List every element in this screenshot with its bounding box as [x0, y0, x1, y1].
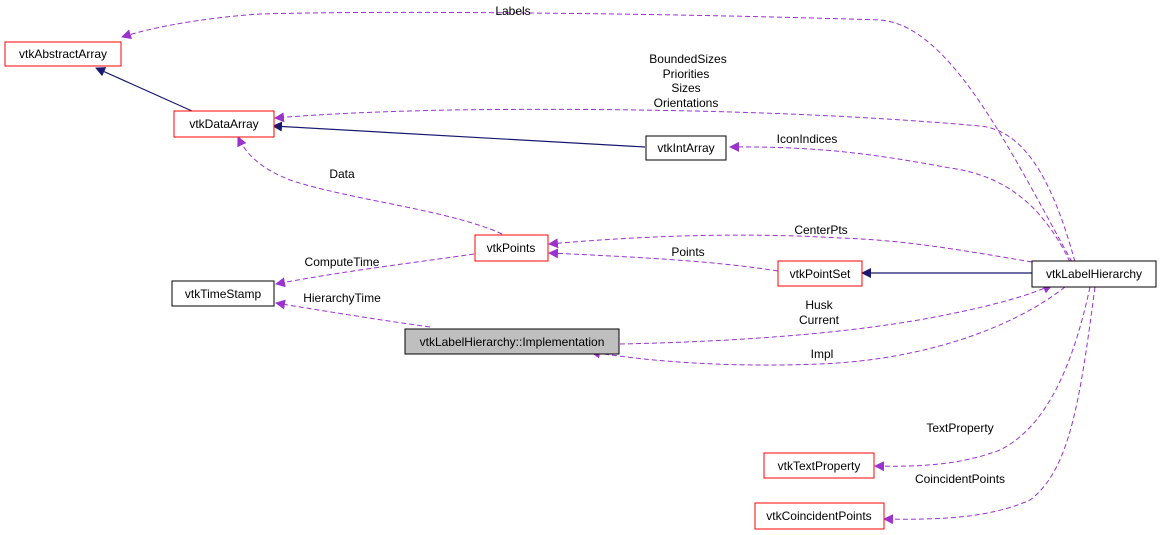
svg-text:vtkPoints: vtkPoints [487, 241, 536, 255]
svg-text:vtkTextProperty: vtkTextProperty [778, 459, 861, 473]
edge-label-data: Data [329, 167, 355, 181]
edge-label-labels: Labels [495, 4, 530, 18]
edge-labels [121, 11, 1073, 263]
edge-compute-time [275, 253, 475, 288]
node-vtk-time-stamp[interactable]: vtkTimeStamp [171, 280, 275, 307]
svg-text:vtkTimeStamp: vtkTimeStamp [185, 287, 262, 301]
edge-label-points: Points [671, 245, 704, 259]
node-vtk-abstract-array[interactable]: vtkAbstractArray [4, 41, 122, 67]
node-vtk-data-array[interactable]: vtkDataArray [173, 110, 275, 138]
edge-impl [590, 286, 1066, 366]
svg-text:vtkCoincidentPoints: vtkCoincidentPoints [766, 509, 871, 523]
node-vtk-coincident-points[interactable]: vtkCoincidentPoints [754, 502, 885, 530]
edge-label-icon-indices: IconIndices [777, 132, 838, 146]
svg-text:vtkIntArray: vtkIntArray [657, 141, 714, 155]
edge-data [237, 136, 503, 235]
edge-label-current: Current [799, 313, 840, 327]
edge-label-husk: Husk [805, 298, 833, 312]
edge-hierarchy-time [275, 299, 431, 328]
node-vtk-int-array[interactable]: vtkIntArray [645, 135, 727, 161]
edge-label-orientations: Orientations [654, 96, 719, 110]
edge-label-center-pts: CenterPts [794, 223, 847, 237]
edge-text-property [874, 286, 1091, 472]
edge-husk-current [619, 284, 1053, 345]
edge-intarray-to-dataarray [272, 121, 646, 148]
svg-text:vtkLabelHierarchy: vtkLabelHierarchy [1046, 267, 1142, 281]
edge-label-sizes: Sizes [671, 81, 700, 95]
svg-text:vtkDataArray: vtkDataArray [189, 117, 258, 131]
edge-label-compute-time: ComputeTime [305, 255, 380, 269]
edge-coincident-points [883, 286, 1096, 525]
edge-center-pts [548, 234, 1033, 263]
svg-text:vtkPointSet: vtkPointSet [790, 267, 851, 281]
edge-label-priorities: Priorities [663, 67, 710, 81]
node-vtk-point-set[interactable]: vtkPointSet [777, 260, 863, 287]
edge-label-coincident-points: CoincidentPoints [915, 472, 1005, 486]
edge-label-impl: Impl [811, 347, 834, 361]
node-vtk-text-property[interactable]: vtkTextProperty [763, 452, 875, 479]
svg-text:vtkLabelHierarchy::Implementat: vtkLabelHierarchy::Implementation [420, 335, 605, 349]
edge-label-bounded-sizes: BoundedSizes [649, 52, 726, 66]
edge-orientations [274, 108, 1076, 263]
node-vtk-points[interactable]: vtkPoints [474, 234, 549, 262]
edge-label-text-property: TextProperty [926, 421, 993, 435]
edge-points [548, 248, 779, 272]
node-vtk-label-hierarchy[interactable]: vtkLabelHierarchy [1031, 260, 1157, 288]
edge-dataarray-to-abstractarray [95, 67, 193, 112]
edge-icon-indices [729, 141, 1071, 263]
node-vtk-label-hierarchy-implementation[interactable]: vtkLabelHierarchy::Implementation [404, 328, 620, 355]
svg-text:vtkAbstractArray: vtkAbstractArray [19, 47, 107, 61]
edge-label-hierarchy-time: HierarchyTime [303, 291, 381, 305]
